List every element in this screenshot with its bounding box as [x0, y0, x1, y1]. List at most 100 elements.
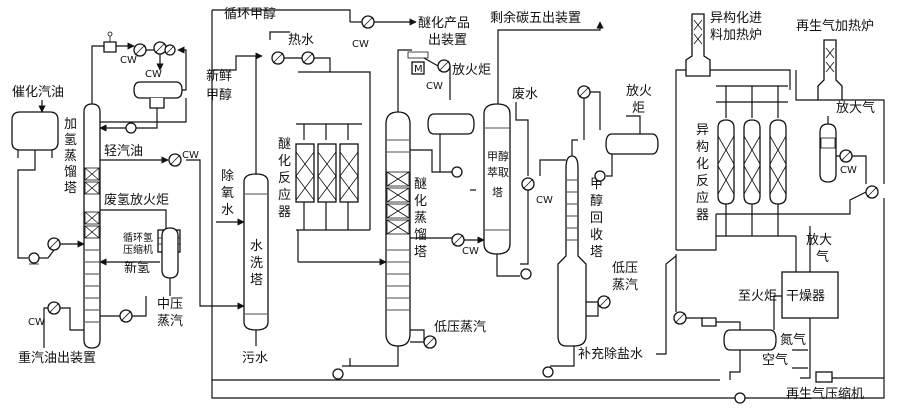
- label-cw-7: CW: [462, 246, 479, 257]
- label-cw-5: CW: [352, 39, 369, 50]
- svg-text:醚 化 反 应 器: 醚 化 反 应 器: [278, 137, 295, 220]
- reflux-drum: [133, 81, 183, 109]
- label-air: 空气: [762, 352, 788, 368]
- pump-icon-4: [451, 166, 463, 178]
- dryer-box: [781, 271, 839, 319]
- label-extract-tower-4: 取: [498, 166, 509, 179]
- label-hydro-tower-5: 塔: [64, 181, 77, 196]
- label-ether-reactor-4: 应: [278, 187, 291, 203]
- cooler-icon-6: [437, 59, 451, 73]
- label-cw-3: CW: [182, 150, 199, 161]
- label-nitrogen: 氮气: [780, 332, 806, 348]
- reactor-vessel-2: [317, 143, 337, 203]
- svg-text:甲 醇 回 收 塔: 甲 醇 回 收 塔: [590, 177, 607, 260]
- feed-drum: [11, 111, 59, 158]
- label-ether-reactor-1: 醚: [278, 137, 291, 152]
- label-isom-reactor-4: 反: [696, 174, 709, 189]
- label-light-gasoline: 轻汽油: [104, 144, 143, 159]
- label-catalytic-gasoline: 催化汽油: [12, 85, 64, 100]
- label-lp-steam-2-1: 低压: [612, 261, 638, 276]
- label-ether-tower-1: 醚: [414, 177, 427, 192]
- water-wash-tower: [243, 173, 269, 331]
- heat-exchanger-icon: [47, 237, 61, 251]
- label-deox-water-1: 除: [221, 169, 234, 184]
- label-hydro-tower-2: 氢: [64, 133, 77, 148]
- label-lp-steam-1: 低压蒸汽: [434, 320, 486, 335]
- heater-icon-2: [301, 51, 315, 65]
- label-extract-tower-3: 萃: [487, 166, 498, 179]
- reboiler-icon: [119, 309, 133, 323]
- label-motor: M: [414, 64, 423, 75]
- label-heavy-gasoline-out: 重汽油出装置: [18, 350, 96, 366]
- vent-separator: [819, 123, 837, 183]
- ether-reflux-drum: [427, 113, 475, 135]
- label-flare-2-1: 放火: [626, 84, 652, 99]
- label-flare-1: 放火炬: [452, 63, 491, 78]
- label-regen-compressor: 再生气压缩机: [786, 386, 864, 402]
- label-mp-steam-2: 蒸汽: [157, 314, 183, 329]
- label-extract-tower-1: 甲: [487, 150, 498, 163]
- label-cw-6: CW: [426, 81, 443, 92]
- label-sewage: 污水: [242, 351, 268, 366]
- label-isom-reactor-3: 化: [696, 157, 709, 172]
- label-new-h2: 新氢: [124, 260, 150, 276]
- vent-valve-icon: [164, 44, 176, 56]
- label-to-flare: 至火炬: [738, 289, 777, 304]
- label-recovery-tower-3: 回: [590, 211, 603, 226]
- svg-text:放火 炬: 放火 炬: [626, 84, 656, 116]
- label-isom-reactor-2: 构: [696, 140, 709, 155]
- cooler-icon-8: [521, 177, 535, 191]
- cooler-icon-10: [839, 149, 853, 163]
- label-ether-reactor-5: 器: [278, 205, 291, 220]
- h2-separator: [161, 227, 179, 279]
- label-isom-furnace-2: 料加热炉: [710, 28, 762, 43]
- label-makeup-demin-water: 补充除盐水: [578, 346, 643, 362]
- label-regen-furnace: 再生气加热炉: [796, 18, 874, 34]
- pump-icon-2: [125, 122, 137, 134]
- label-isom-reactor-6: 器: [696, 208, 709, 223]
- cooler-icon: [153, 41, 167, 55]
- regen-gas-furnace: [817, 39, 843, 101]
- svg-text:异 构 化 反 应: 异 构 化 反 应 器: [696, 123, 713, 223]
- flash-drum: [723, 329, 777, 351]
- label-cw-4: CW: [28, 317, 45, 328]
- label-cw-9: CW: [840, 165, 857, 176]
- methanol-recovery-tower: [557, 155, 587, 347]
- label-cw-2: CW: [145, 69, 162, 80]
- pump-icon: [28, 252, 40, 265]
- regen-compressor-icon: [815, 371, 833, 383]
- reactor-vessel-3: [339, 143, 359, 203]
- label-vent-1: 放大气: [836, 100, 875, 116]
- label-hot-water: 热水: [288, 33, 314, 48]
- isom-reactor-vessel-3: [769, 119, 787, 205]
- label-recovery-tower-5: 塔: [590, 245, 603, 260]
- svg-text:循环氢 压缩机: 循环氢 压缩机: [123, 231, 156, 256]
- label-flare-2-2: 炬: [632, 101, 645, 116]
- label-extract-tower-5: 塔: [492, 186, 503, 199]
- label-hydro-tower-3: 蒸: [64, 149, 77, 164]
- label-vent-2-2: 气: [816, 249, 829, 265]
- label-vent-2-1: 放大: [806, 233, 832, 248]
- cooler-icon-9: [577, 85, 591, 99]
- label-wash-tower-2: 洗: [250, 256, 263, 271]
- label-recycle-h2-1: 循环氢: [123, 231, 153, 244]
- svg-text:加 氢 蒸 馏 塔: 加 氢 蒸 馏 塔: [64, 117, 81, 196]
- pump-icon-6: [594, 170, 606, 182]
- label-isom-reactor-5: 应: [696, 190, 709, 206]
- methanol-extraction-tower: [483, 103, 511, 255]
- motor-condenser: M: [407, 51, 429, 75]
- svg-text:水 洗 塔: 水 洗 塔: [250, 239, 267, 288]
- svg-text:醚 化 蒸 馏 塔: 醚 化 蒸 馏 塔: [414, 177, 431, 260]
- reboiler-icon-3: [597, 295, 611, 309]
- label-isom-furnace-1: 异构化进: [710, 11, 762, 26]
- cooler-icon-11: [673, 311, 687, 325]
- label-deox-water-2: 氧: [221, 186, 234, 201]
- svg-text:甲 醇 萃 取 塔: 甲 醇 萃 取 塔: [487, 149, 513, 199]
- recovery-reflux-drum: [605, 133, 659, 155]
- label-ether-product-2: 出装置: [428, 33, 467, 48]
- label-ether-reactor-2: 化: [278, 154, 291, 169]
- label-recovery-tower-2: 醇: [590, 193, 603, 209]
- label-ether-product-1: 醚化产品: [418, 16, 470, 31]
- aircooler-icon-2: [701, 317, 717, 327]
- label-cw-8: CW: [536, 195, 553, 206]
